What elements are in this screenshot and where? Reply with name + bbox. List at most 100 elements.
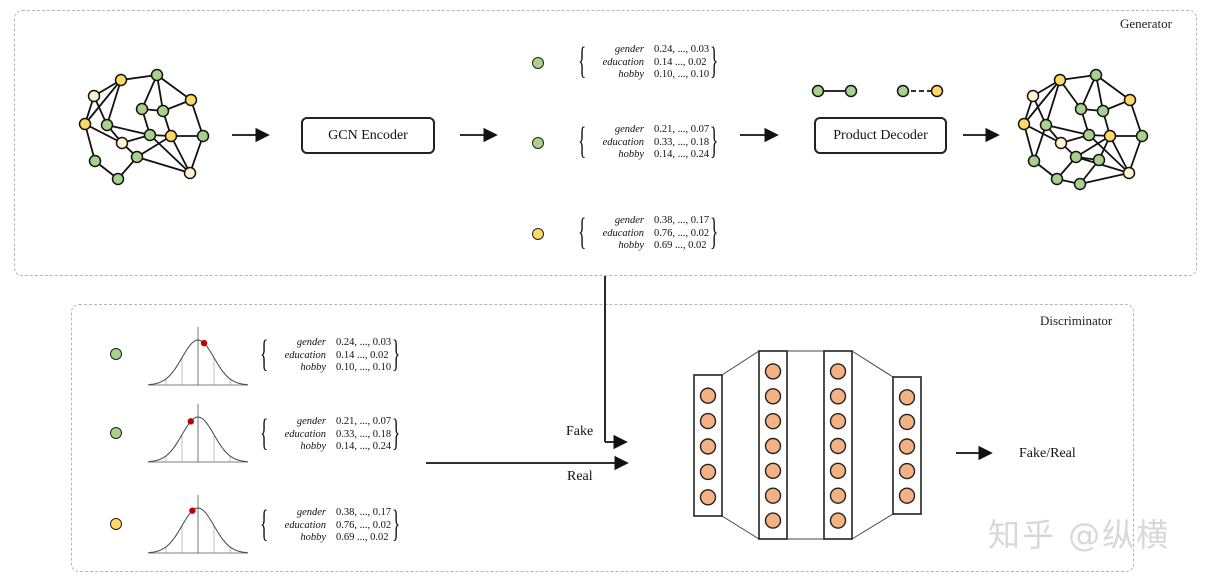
attribute-name: gender (296, 416, 326, 427)
left-brace: { (260, 503, 269, 545)
graph-edge (1109, 135, 1130, 174)
gaussian-curve (148, 416, 248, 463)
attribute-value: 0.10, ..., 0.10 (336, 362, 392, 373)
graph-edge (84, 123, 123, 144)
graph-edge (1088, 134, 1130, 174)
graph-edge (1095, 74, 1131, 101)
graph-node (100, 118, 114, 132)
attribute-name: gender (614, 215, 644, 226)
neuron (764, 412, 782, 430)
graph-node (130, 150, 144, 164)
graph-node (87, 89, 101, 103)
neuron (699, 438, 717, 455)
attribute-name: education (284, 349, 326, 361)
neuron (764, 388, 782, 405)
attribute-name: education (602, 227, 644, 239)
graph-node (1053, 73, 1067, 87)
layer-connector (721, 350, 760, 376)
attribute-name: hobby (300, 441, 326, 452)
graph-node (1074, 102, 1088, 116)
neuron (764, 437, 782, 455)
left-brace: { (260, 412, 269, 454)
neuron (829, 462, 847, 480)
attribute-name: gender (614, 44, 644, 55)
attribute-value: 0.33, ..., 0.18 (654, 136, 710, 148)
graph-node (1026, 89, 1040, 103)
neuron (898, 462, 916, 480)
graph-node (1027, 154, 1041, 168)
neuron (829, 487, 847, 504)
attribute-value: 0.14 ..., 0.02 (336, 349, 389, 361)
neuron (829, 512, 847, 529)
graph-node (1017, 117, 1031, 131)
gaussian-curve (148, 339, 248, 386)
graph-edge (1023, 123, 1035, 162)
attribute-value: 0.33, ..., 0.18 (336, 428, 392, 440)
graph-node (183, 166, 197, 180)
attribute-name: hobby (618, 149, 644, 160)
graph-node (1103, 129, 1117, 143)
gaussian-plot (148, 495, 248, 554)
fake-label: Fake (566, 424, 594, 439)
attribute-name: hobby (300, 362, 326, 373)
node-dot (110, 348, 122, 360)
sample-point (189, 507, 196, 514)
graph-node (196, 129, 210, 143)
attribute-value: 0.10, ..., 0.10 (654, 69, 710, 80)
graph-node (1050, 172, 1064, 186)
generator-panel (14, 10, 1197, 276)
watermark: 知乎 @纵横 (988, 516, 1171, 554)
right-brace: } (392, 333, 401, 375)
discriminator-panel (71, 304, 1134, 572)
graph-node (88, 154, 102, 168)
attribute-value: 0.76, ..., 0.02 (336, 519, 392, 531)
graph-node (114, 73, 128, 87)
attribute-value: 0.14, ..., 0.24 (336, 441, 392, 452)
graph-node (1122, 166, 1136, 180)
graph-node (1082, 128, 1096, 142)
graph-edge (106, 79, 122, 126)
gaussian-plot (148, 327, 248, 386)
left-brace: { (260, 333, 269, 375)
graph-node (1123, 93, 1137, 107)
attribute-name: gender (296, 337, 326, 348)
neuron (764, 512, 782, 529)
node-dot (110, 518, 122, 530)
node-dot (532, 137, 544, 149)
generator-title: Generator (1120, 16, 1172, 31)
product-decoder-box: Product Decoder (814, 117, 947, 154)
neuron (699, 489, 717, 506)
neuron (898, 413, 916, 431)
node-dot (532, 57, 544, 69)
sample-point (200, 339, 208, 347)
gaussian-curve (148, 507, 248, 554)
right-brace: } (710, 211, 719, 253)
right-brace: } (392, 412, 401, 454)
graph-node (143, 128, 157, 142)
graph-edge (1023, 79, 1061, 125)
vector-row: education 0.33, ..., 0.18 (582, 136, 710, 150)
attribute-value: 0.69 ..., 0.02 (654, 240, 707, 251)
layer-connector (851, 513, 894, 540)
gaussian-plot (148, 404, 248, 463)
graph-node (164, 129, 178, 143)
attribute-name: gender (296, 507, 326, 518)
neuron (829, 437, 847, 455)
layer-connector (721, 515, 760, 540)
graph-node (1092, 153, 1106, 167)
graph-edge (1045, 79, 1061, 126)
graph-node (156, 104, 170, 118)
graph-node (115, 136, 129, 150)
attribute-name: education (602, 136, 644, 148)
